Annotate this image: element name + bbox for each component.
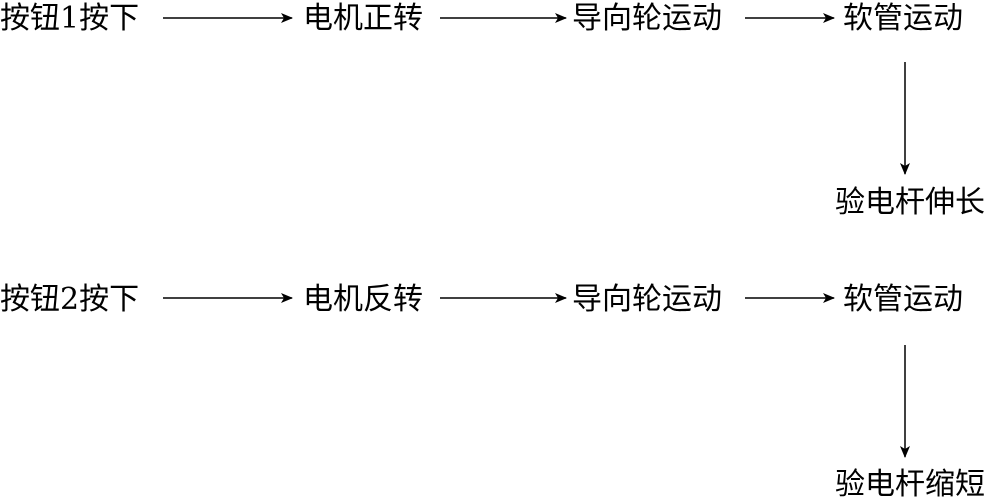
- node-guide-wheel-motion: 导向轮运动: [572, 1, 722, 36]
- node-guide-wheel-motion: 导向轮运动: [572, 282, 722, 317]
- node-button1-pressed: 按钮1按下: [0, 1, 139, 36]
- node-hose-motion: 软管运动: [843, 282, 963, 317]
- node-motor-reverse: 电机反转: [303, 282, 423, 317]
- node-button2-pressed: 按钮2按下: [0, 282, 139, 317]
- node-hose-motion: 软管运动: [843, 1, 963, 36]
- node-rod-shorten: 验电杆缩短: [835, 467, 985, 502]
- node-motor-forward: 电机正转: [303, 1, 423, 36]
- node-rod-extend: 验电杆伸长: [835, 185, 985, 220]
